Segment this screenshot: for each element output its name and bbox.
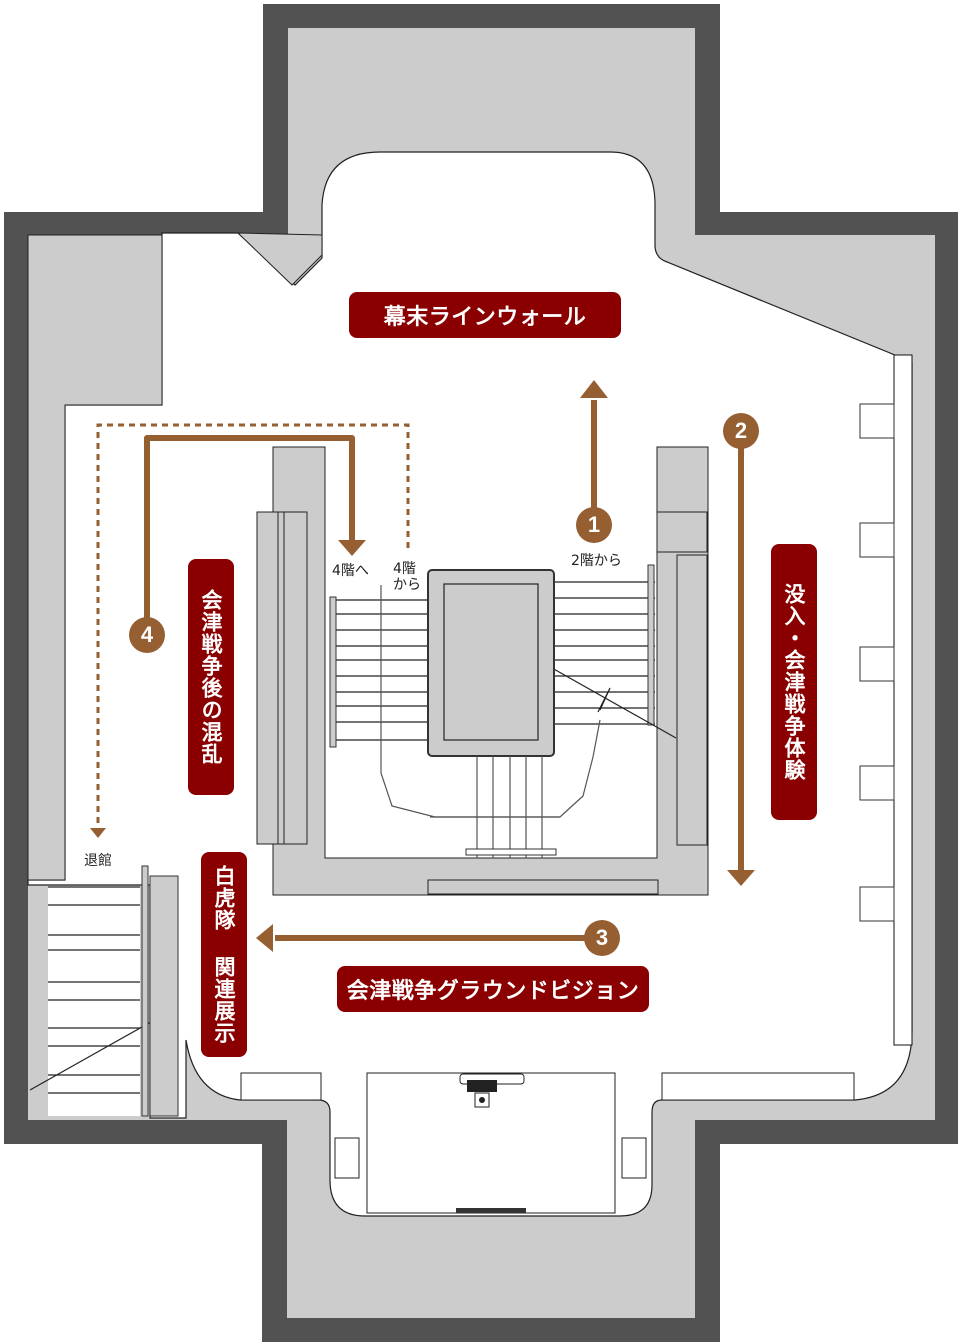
zone-label-byakkotai-exhibit[interactable]: 白虎隊 関連展示 [201, 852, 247, 1057]
exit-dashed-route [96, 423, 410, 828]
route-arrowheads [90, 380, 755, 952]
route-marker-number: 1 [587, 512, 601, 537]
central-partition [272, 446, 709, 896]
route-marker-number: 4 [140, 622, 154, 647]
partition-right-panel [656, 511, 708, 553]
elevator-shaft [427, 569, 555, 757]
note-from-4f-line2: から [393, 577, 421, 593]
stair-left-treads [330, 599, 430, 741]
bottom-fixtures [240, 1072, 855, 1214]
route-marker-3[interactable]: 3 [584, 920, 620, 956]
zone-label-text: 会津戦争グラウンドビジョン [346, 979, 640, 1004]
angled-wall-wedge [236, 232, 323, 286]
zone-label-ground-vision[interactable]: 会津戦争グラウンドビジョン [337, 966, 649, 1012]
zone-label-post-war-turmoil[interactable]: 会津戦争後の混乱 [188, 559, 234, 795]
zone-label-immersive-experience[interactable]: 没入・会津戦争体験 [771, 544, 817, 820]
zone-label-text: 幕末ラインウォール [383, 305, 587, 330]
note-from-4f-line1: 4階 [393, 561, 416, 577]
zone-label-text: 会津戦争後の混乱 [199, 589, 223, 765]
note-to-4f: 4階へ [332, 563, 369, 579]
note-from-2f: 2階から [571, 553, 622, 569]
stair-right-treads [555, 581, 655, 725]
route-marker-4[interactable]: 4 [129, 617, 165, 653]
projector-icon [459, 1073, 525, 1108]
route-marker-number: 3 [595, 925, 609, 950]
route-marker-1[interactable]: 1 [576, 507, 612, 543]
left-wall-block [27, 234, 163, 881]
note-exit: 退館 [84, 853, 112, 869]
route-marker-number: 2 [734, 418, 748, 443]
route-marker-2[interactable]: 2 [723, 413, 759, 449]
exit-staircase [29, 886, 166, 1116]
partition-left-panel [256, 511, 308, 845]
zone-label-text: 白虎隊 関連展示 [212, 865, 236, 1044]
rope-barrier [380, 585, 601, 818]
zone-label-text: 没入・会津戦争体験 [782, 583, 806, 781]
right-display-strip [893, 354, 913, 1046]
right-display-cases [859, 403, 895, 922]
route-lines [144, 400, 744, 941]
zone-label-bakumatsu-line-wall[interactable]: 幕末ラインウォール [349, 292, 621, 338]
note-from-4f: 4階 から [393, 561, 421, 593]
